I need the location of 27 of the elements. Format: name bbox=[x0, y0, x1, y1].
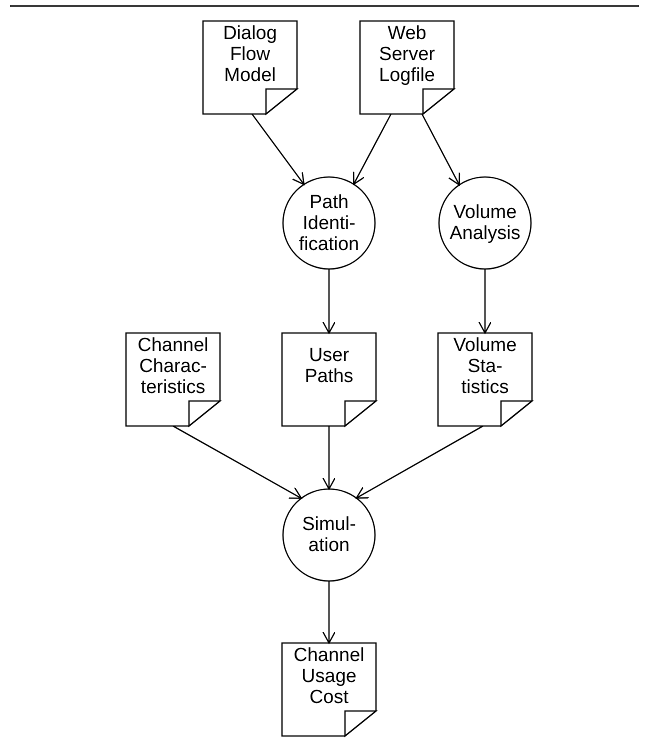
arrow bbox=[172, 425, 302, 499]
arrow bbox=[322, 269, 336, 334]
document-shape bbox=[360, 21, 454, 114]
node-label: User Paths bbox=[304, 345, 354, 387]
process-circle bbox=[439, 177, 531, 269]
node-label: Volume Sta- tistics bbox=[452, 334, 518, 398]
arrow bbox=[356, 425, 484, 499]
arrow bbox=[322, 581, 336, 644]
arrow bbox=[421, 114, 460, 186]
node-label: Simul- ation bbox=[301, 514, 357, 556]
arrow bbox=[251, 114, 305, 186]
document-shape bbox=[282, 333, 376, 426]
process-circle bbox=[283, 489, 375, 581]
node-label: Volume Analysis bbox=[449, 202, 521, 244]
document-shape bbox=[203, 21, 297, 114]
node-label: Web Server Logfile bbox=[378, 22, 436, 86]
node-label: Channel Charac- teristics bbox=[136, 334, 210, 398]
arrow bbox=[478, 269, 492, 334]
node-label: Dialog Flow Model bbox=[222, 22, 278, 86]
document-shape bbox=[282, 643, 376, 736]
arrow bbox=[352, 114, 392, 185]
document-shape bbox=[126, 333, 220, 426]
node-label: Channel Usage Cost bbox=[292, 644, 366, 708]
document-shape bbox=[438, 333, 532, 426]
process-circle bbox=[283, 177, 375, 269]
arrow bbox=[322, 426, 336, 490]
node-label: Path Identi- fication bbox=[298, 192, 360, 254]
